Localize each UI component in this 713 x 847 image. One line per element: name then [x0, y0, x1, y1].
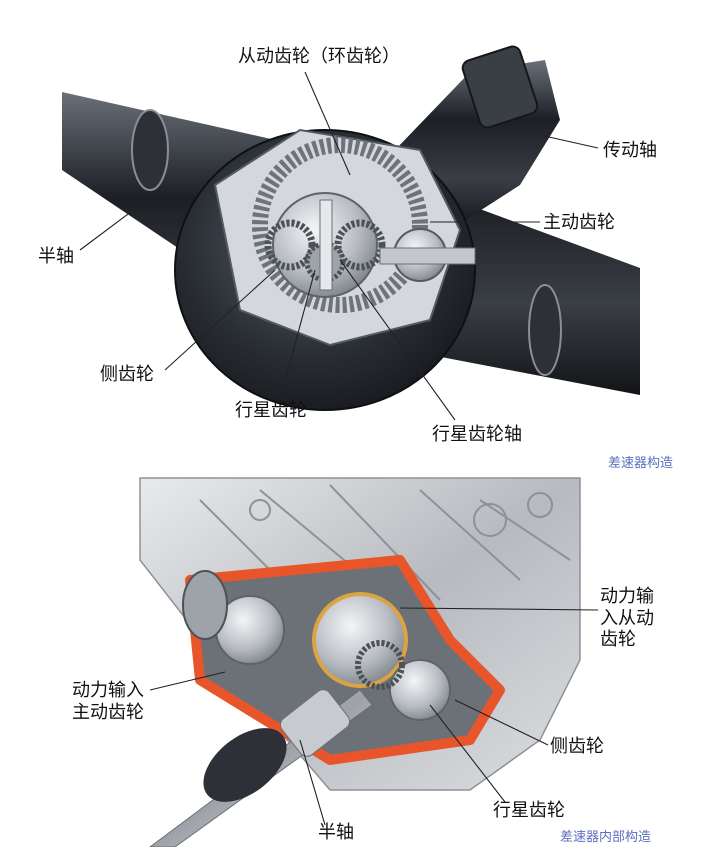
ring-gear — [252, 137, 428, 313]
leader-side-gear — [164, 269, 276, 371]
top-diagram-art — [62, 45, 640, 411]
top-leader-lines — [79, 71, 599, 421]
leader-drive-shaft — [539, 134, 599, 149]
label-planet-gear: 行星齿轮 — [235, 400, 307, 421]
label-input-drive-line2: 主动齿轮 — [72, 701, 144, 723]
label-input-drive-line1: 动力输入 — [72, 680, 144, 701]
inner-shaft — [379, 247, 476, 265]
bottom-leader-lines — [149, 607, 599, 826]
label-pinion-gear: 主动齿轮 — [543, 212, 615, 233]
drive-shaft-flange — [461, 45, 539, 129]
leader-half-shaft — [79, 189, 161, 251]
leader-planet-gear — [279, 269, 316, 401]
axle-ring-right — [528, 284, 562, 376]
leader-input-driven — [399, 607, 599, 611]
leader-input-drive — [149, 671, 226, 691]
input-flange — [182, 570, 228, 640]
label-half-shaft-2: 半轴 — [318, 822, 354, 843]
label-planet-shaft: 行星齿轮轴 — [432, 424, 522, 445]
label-input-driven-line3: 齿轮 — [600, 629, 636, 651]
leader-planet-shaft — [339, 259, 456, 421]
label-input-driven-line2: 入从动 — [600, 607, 654, 629]
diff-side-gear — [389, 659, 451, 721]
caption-top: 差速器构造 — [608, 456, 674, 471]
label-drive-shaft: 传动轴 — [603, 140, 657, 161]
label-ring-gear: 从动齿轮（环齿轮） — [238, 46, 400, 67]
leader-ring-gear — [304, 71, 351, 176]
label-input-driven-gear: 动力输 入从动 齿轮 — [600, 586, 670, 651]
axle-ring-left — [131, 109, 169, 191]
diff-planet-gear — [355, 640, 405, 690]
label-side-gear-2: 侧齿轮 — [550, 736, 604, 757]
bottom-diagram-art — [139, 477, 581, 847]
caption-bottom: 差速器内部构造 — [560, 830, 652, 845]
leader-half-shaft-2 — [299, 739, 326, 826]
driven-gear — [312, 592, 408, 688]
label-side-gear: 侧齿轮 — [100, 364, 154, 385]
leader-side-gear-2 — [454, 699, 549, 746]
label-input-drive-gear: 动力输入 主动齿轮 — [72, 680, 162, 723]
label-input-driven-line1: 动力输 — [600, 586, 654, 607]
side-gear-left — [264, 219, 316, 271]
label-half-shaft: 半轴 — [38, 246, 74, 267]
planet-shaft — [319, 199, 333, 291]
cv-joint — [279, 689, 351, 757]
side-gear-right — [334, 219, 386, 271]
cv-boot — [203, 728, 287, 802]
label-planet-gear-2: 行星齿轮 — [493, 800, 565, 821]
leader-planet-gear-2 — [429, 704, 506, 803]
